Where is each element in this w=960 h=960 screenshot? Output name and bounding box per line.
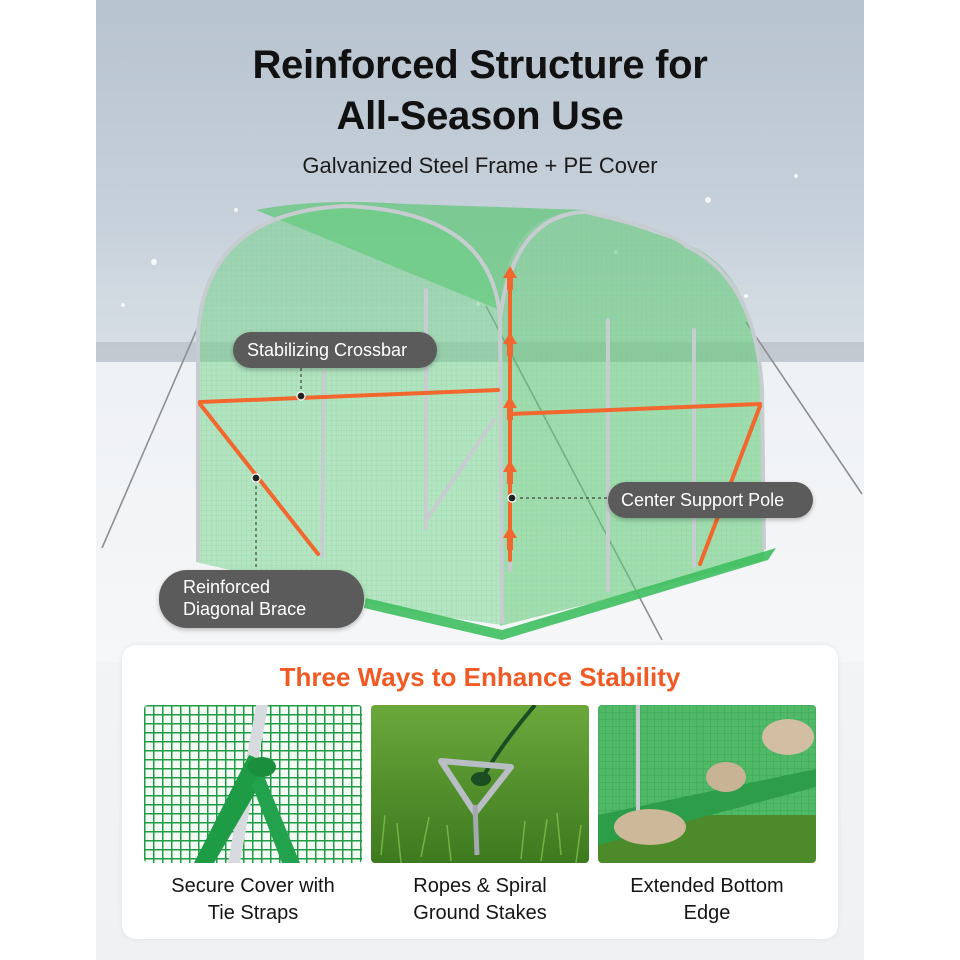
feature-ground-stakes-caption: Ropes & Spiral Ground Stakes bbox=[371, 873, 589, 927]
stability-card: Three Ways to Enhance Stability bbox=[122, 645, 838, 939]
callout-diagonal-line-1: Reinforced bbox=[183, 577, 271, 597]
feature-1-line-2: Tie Straps bbox=[207, 902, 299, 924]
greenhouse-body bbox=[196, 202, 776, 640]
feature-2-line-2: Ground Stakes bbox=[413, 902, 547, 924]
tie-strap-photo-icon bbox=[144, 705, 362, 863]
feature-2-line-1: Ropes & Spiral bbox=[413, 875, 547, 897]
callout-center-support-pole: Center Support Pole bbox=[608, 482, 813, 518]
feature-tie-straps-caption: Secure Cover with Tie Straps bbox=[144, 873, 362, 927]
feature-3-line-1: Extended Bottom bbox=[630, 875, 784, 897]
hero-image: Reinforced Structure for All-Season Use … bbox=[96, 0, 864, 960]
feature-3-line-2: Edge bbox=[683, 902, 731, 924]
callout-diagonal-line-2: Diagonal Brace bbox=[183, 599, 307, 619]
callout-diagonal-brace: Reinforced Diagonal Brace bbox=[159, 570, 364, 628]
feature-1-line-1: Secure Cover with bbox=[171, 875, 335, 897]
callout-stabilizing-crossbar: Stabilizing Crossbar bbox=[233, 332, 437, 368]
stability-card-title: Three Ways to Enhance Stability bbox=[279, 662, 681, 692]
feature-ground-stakes: Ropes & Spiral Ground Stakes bbox=[371, 705, 589, 927]
ground-stake-photo-icon bbox=[371, 705, 589, 863]
page-title: Reinforced Structure for All-Season Use bbox=[96, 40, 864, 142]
title-line-2: All-Season Use bbox=[336, 94, 624, 138]
feature-tie-straps: Secure Cover with Tie Straps bbox=[144, 705, 362, 927]
feature-bottom-edge-caption: Extended Bottom Edge bbox=[598, 873, 816, 927]
bottom-edge-photo-icon bbox=[598, 705, 816, 863]
feature-bottom-edge: Extended Bottom Edge bbox=[598, 705, 816, 927]
title-line-1: Reinforced Structure for bbox=[252, 43, 708, 87]
subtitle: Galvanized Steel Frame + PE Cover bbox=[302, 153, 658, 178]
